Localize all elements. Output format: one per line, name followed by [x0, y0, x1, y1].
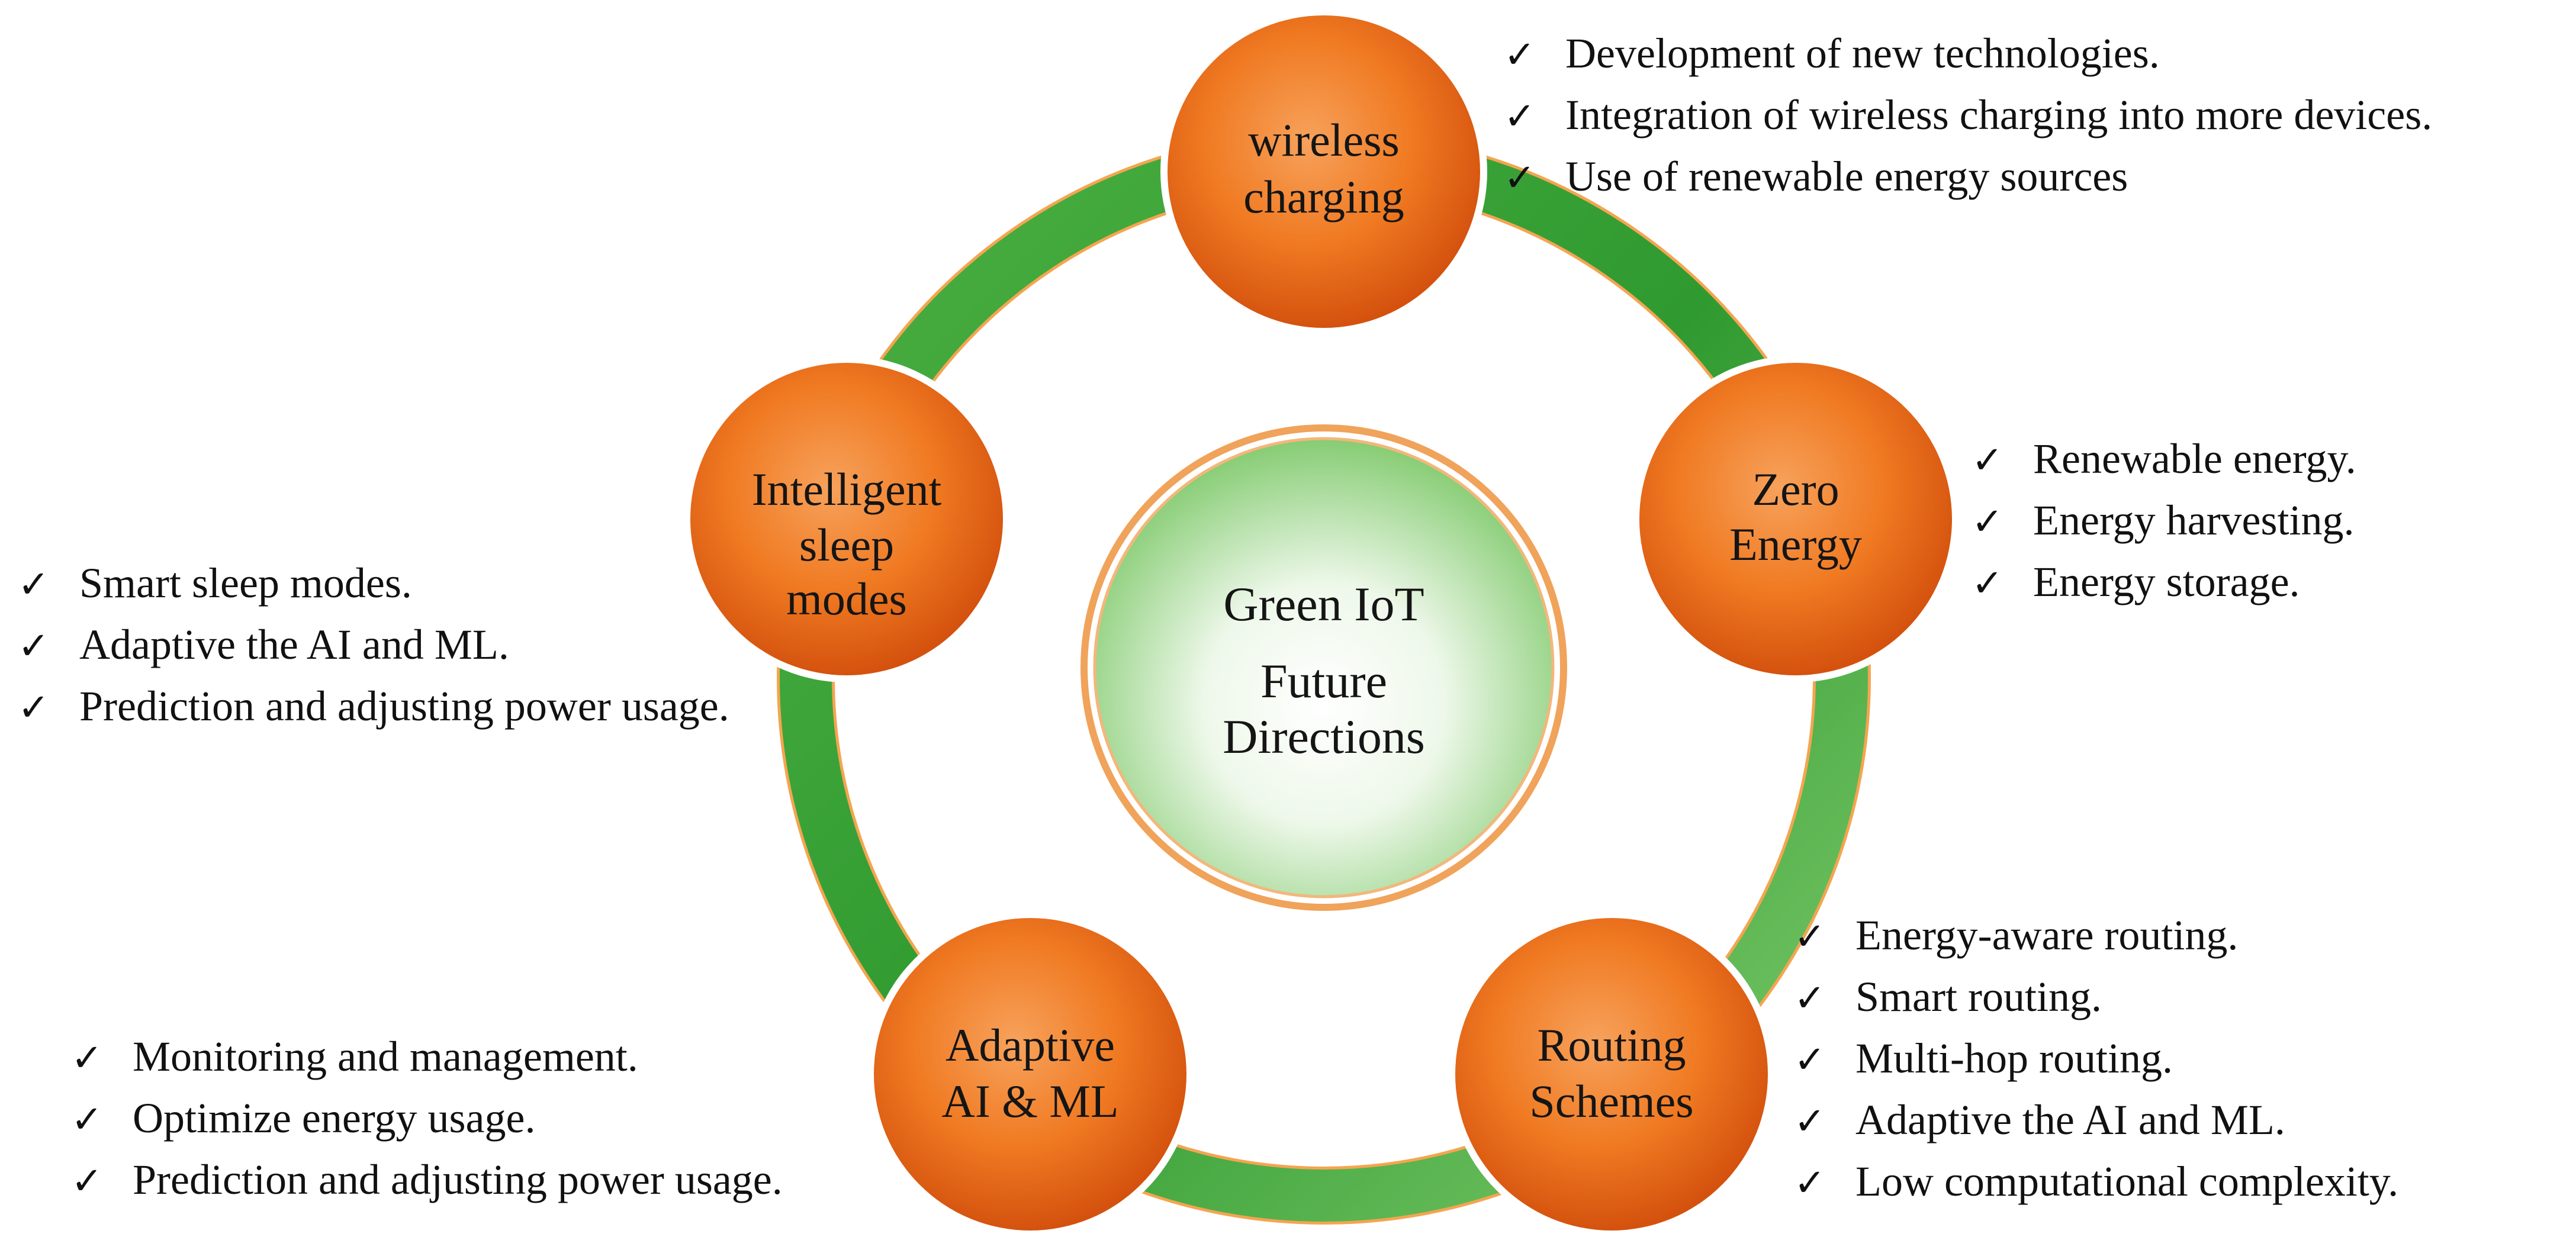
- list-item-text: Adaptive the AI and ML.: [1855, 1096, 2285, 1144]
- list-item-text: Smart routing.: [1855, 973, 2102, 1020]
- check-icon: ✓: [18, 686, 50, 730]
- list-item-text: Renewable energy.: [2033, 435, 2356, 482]
- check-icon: ✓: [1972, 439, 2003, 482]
- list-item-text: Development of new technologies.: [1565, 30, 2160, 77]
- node-wireless-charging: wireless charging: [1160, 8, 1487, 335]
- list-item: ✓ Energy-aware routing.: [1794, 906, 2398, 967]
- zero-energy-list: ✓ Renewable energy. ✓ Energy harvesting. ✓…: [1972, 429, 2356, 614]
- check-icon: ✓: [1794, 1038, 1826, 1082]
- adaptive-ai-ml-list: ✓ Monitoring and management. ✓ Optimize en…: [71, 1027, 783, 1212]
- check-icon: ✓: [18, 624, 50, 668]
- hub-subtitle-line2: Directions: [1223, 710, 1425, 764]
- node-zero-energy: Zero Energy: [1632, 356, 1959, 682]
- intelligent-sleep-label-line3: modes: [786, 573, 907, 624]
- hub-title: Green IoT: [1223, 577, 1424, 631]
- routing-schemes-label-line1: Routing: [1537, 1019, 1686, 1071]
- node-routing-schemes: Routing Schemes: [1448, 911, 1775, 1238]
- list-item: ✓ Multi-hop routing.: [1794, 1029, 2398, 1090]
- check-icon: ✓: [71, 1098, 103, 1142]
- node-intelligent-sleep-modes: Intelligent sleep modes: [683, 356, 1010, 682]
- list-item-text: Prediction and adjusting power usage.: [133, 1156, 783, 1203]
- list-item: ✓ Smart sleep modes.: [18, 553, 729, 615]
- zero-energy-label-line1: Zero: [1752, 463, 1839, 515]
- check-icon: ✓: [1972, 500, 2003, 544]
- list-item-text: Optimize energy usage.: [133, 1094, 536, 1142]
- list-item-text: Multi-hop routing.: [1855, 1035, 2173, 1082]
- intelligent-sleep-label-line2: sleep: [799, 519, 894, 571]
- list-item-text: Low computational complexity.: [1855, 1158, 2399, 1205]
- list-item-text: Energy harvesting.: [2033, 497, 2355, 544]
- intelligent-sleep-list: ✓ Smart sleep modes. ✓ Adaptive the AI and…: [18, 553, 729, 738]
- list-item: ✓ Renewable energy.: [1972, 429, 2356, 491]
- list-item: ✓ Prediction and adjusting power usage.: [18, 677, 729, 738]
- routing-schemes-list: ✓ Energy-aware routing. ✓ Smart routing. ✓…: [1794, 906, 2398, 1213]
- check-icon: ✓: [1794, 1161, 1826, 1205]
- check-icon: ✓: [1794, 977, 1826, 1020]
- adaptive-ai-ml-label-line2: AI & ML: [942, 1075, 1119, 1127]
- list-item: ✓ Adaptive the AI and ML.: [1794, 1090, 2398, 1152]
- wireless-charging-label-line2: charging: [1243, 171, 1404, 223]
- list-item-text: Prediction and adjusting power usage.: [79, 682, 729, 730]
- list-item: ✓ Smart routing.: [1794, 967, 2398, 1029]
- check-icon: ✓: [1504, 95, 1536, 138]
- list-item: ✓ Adaptive the AI and ML.: [18, 615, 729, 677]
- list-item: ✓ Low computational complexity.: [1794, 1152, 2398, 1213]
- list-item: ✓ Use of renewable energy sources: [1504, 147, 2432, 208]
- list-item-text: Energy-aware routing.: [1855, 911, 2239, 959]
- central-hub: Green IoT Future Directions: [1080, 424, 1567, 911]
- list-item-text: Monitoring and management.: [133, 1033, 638, 1080]
- list-item: ✓ Optimize energy usage.: [71, 1088, 783, 1150]
- zero-energy-label-line2: Energy: [1729, 518, 1862, 570]
- list-item-text: Adaptive the AI and ML.: [79, 621, 509, 668]
- list-item-text: Use of renewable energy sources: [1565, 153, 2128, 200]
- wireless-charging-list: ✓ Development of new technologies. ✓ Integ…: [1504, 24, 2432, 208]
- list-item: ✓ Development of new technologies.: [1504, 24, 2432, 85]
- list-item: ✓ Prediction and adjusting power usage.: [71, 1150, 783, 1212]
- check-icon: ✓: [71, 1159, 103, 1203]
- check-icon: ✓: [1504, 156, 1536, 200]
- check-icon: ✓: [71, 1036, 103, 1080]
- check-icon: ✓: [1794, 915, 1826, 959]
- check-icon: ✓: [1972, 562, 2003, 605]
- list-item: ✓ Integration of wireless charging into m…: [1504, 85, 2432, 147]
- list-item: ✓ Monitoring and management.: [71, 1027, 783, 1088]
- check-icon: ✓: [1504, 33, 1536, 77]
- adaptive-ai-ml-label-line1: Adaptive: [946, 1019, 1115, 1071]
- list-item-text: Smart sleep modes.: [79, 559, 412, 607]
- hub-subtitle-line1: Future: [1260, 654, 1387, 708]
- list-item-text: Energy storage.: [2033, 558, 2300, 605]
- list-item: ✓ Energy storage.: [1972, 552, 2356, 614]
- node-adaptive-ai-ml: Adaptive AI & ML: [867, 911, 1194, 1238]
- list-item: ✓ Energy harvesting.: [1972, 491, 2356, 552]
- list-item-text: Integration of wireless charging into mo…: [1565, 91, 2433, 138]
- intelligent-sleep-label-line1: Intelligent: [752, 463, 942, 515]
- check-icon: ✓: [1794, 1100, 1826, 1144]
- check-icon: ✓: [18, 563, 50, 607]
- routing-schemes-label-line2: Schemes: [1529, 1075, 1693, 1127]
- wireless-charging-label-line1: wireless: [1248, 114, 1400, 166]
